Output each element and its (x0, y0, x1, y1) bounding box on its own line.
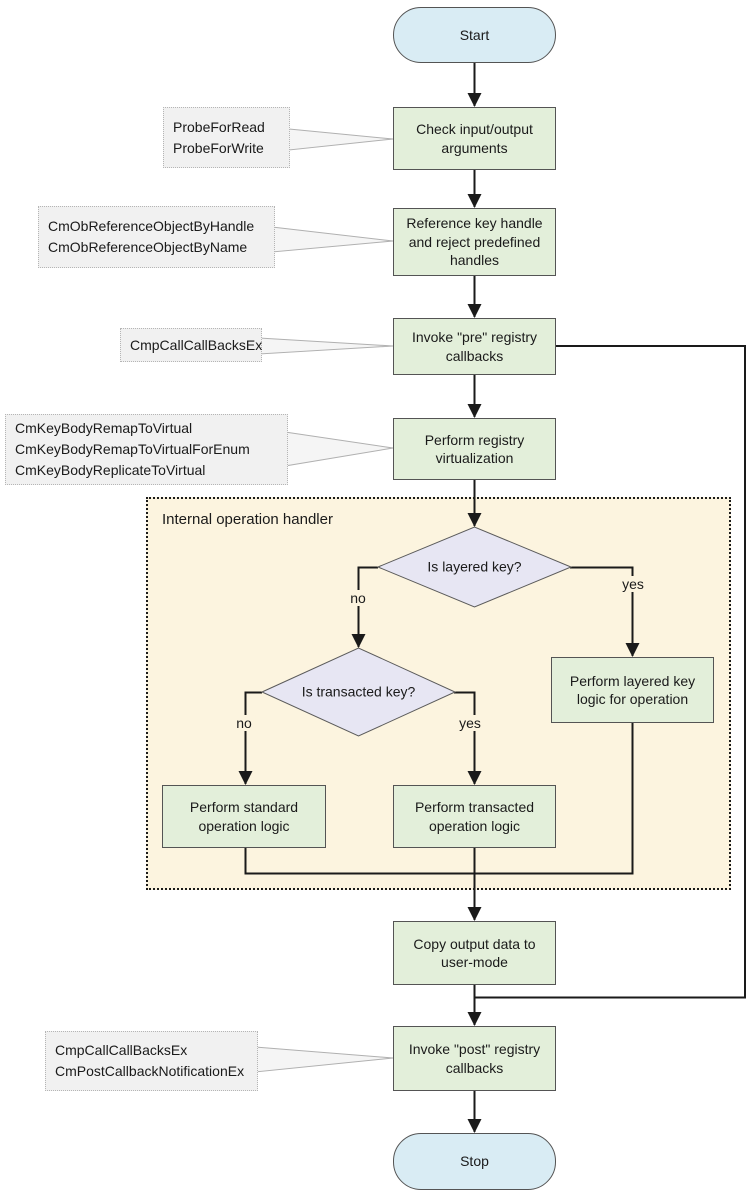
node-invoke-pre-callbacks: Invoke "pre" registry callbacks (393, 318, 556, 375)
edge-label-layered-yes: yes (619, 576, 647, 592)
callout-pointer-probe (288, 128, 394, 151)
node-layered-key-logic: Perform layered key logic for operation (551, 657, 714, 723)
edge-label-layered-no: no (347, 590, 369, 606)
callout-pointer-reference (271, 226, 394, 253)
node-check-arguments: Check input/output arguments (393, 107, 556, 170)
decision-is-transacted-label: Is transacted key? (301, 683, 416, 700)
arrowhead (467, 93, 482, 107)
callout-pointer-pre-callbacks (258, 337, 394, 355)
annotation-post-callback-apis: CmpCallCallBacksEx CmPostCallbackNotific… (45, 1031, 258, 1091)
node-registry-virtualization: Perform registry virtualization (393, 418, 556, 480)
node-standard-operation-logic: Perform standard operation logic (162, 785, 326, 848)
callout-pointer-virtualization (284, 431, 394, 467)
node-invoke-post-callbacks: Invoke "post" registry callbacks (393, 1026, 556, 1091)
arrowhead (467, 1119, 482, 1133)
node-copy-output-data: Copy output data to user-mode (393, 921, 556, 985)
annotation-probe-apis: ProbeForRead ProbeForWrite (163, 107, 290, 168)
node-transacted-operation-logic: Perform transacted operation logic (393, 785, 556, 848)
edge-label-transacted-no: no (233, 715, 255, 731)
annotation-reference-apis: CmObReferenceObjectByHandle CmObReferenc… (38, 206, 275, 268)
arrowhead (467, 1012, 482, 1026)
node-reference-key-handle: Reference key handle and reject predefin… (393, 208, 556, 276)
node-stop: Stop (393, 1133, 556, 1190)
node-start: Start (393, 7, 556, 63)
group-label: Internal operation handler (162, 511, 333, 528)
annotation-virtualization-apis: CmKeyBodyRemapToVirtual CmKeyBodyRemapTo… (5, 414, 288, 485)
edge-label-transacted-yes: yes (456, 715, 484, 731)
arrowhead (467, 304, 482, 318)
decision-is-layered-label: Is layered key? (427, 558, 522, 575)
arrowhead (467, 194, 482, 208)
annotation-pre-callback-api: CmpCallCallBacksEx (120, 328, 262, 362)
callout-pointer-post-callbacks (254, 1046, 394, 1073)
arrowhead (467, 404, 482, 418)
arrowhead (467, 907, 482, 921)
